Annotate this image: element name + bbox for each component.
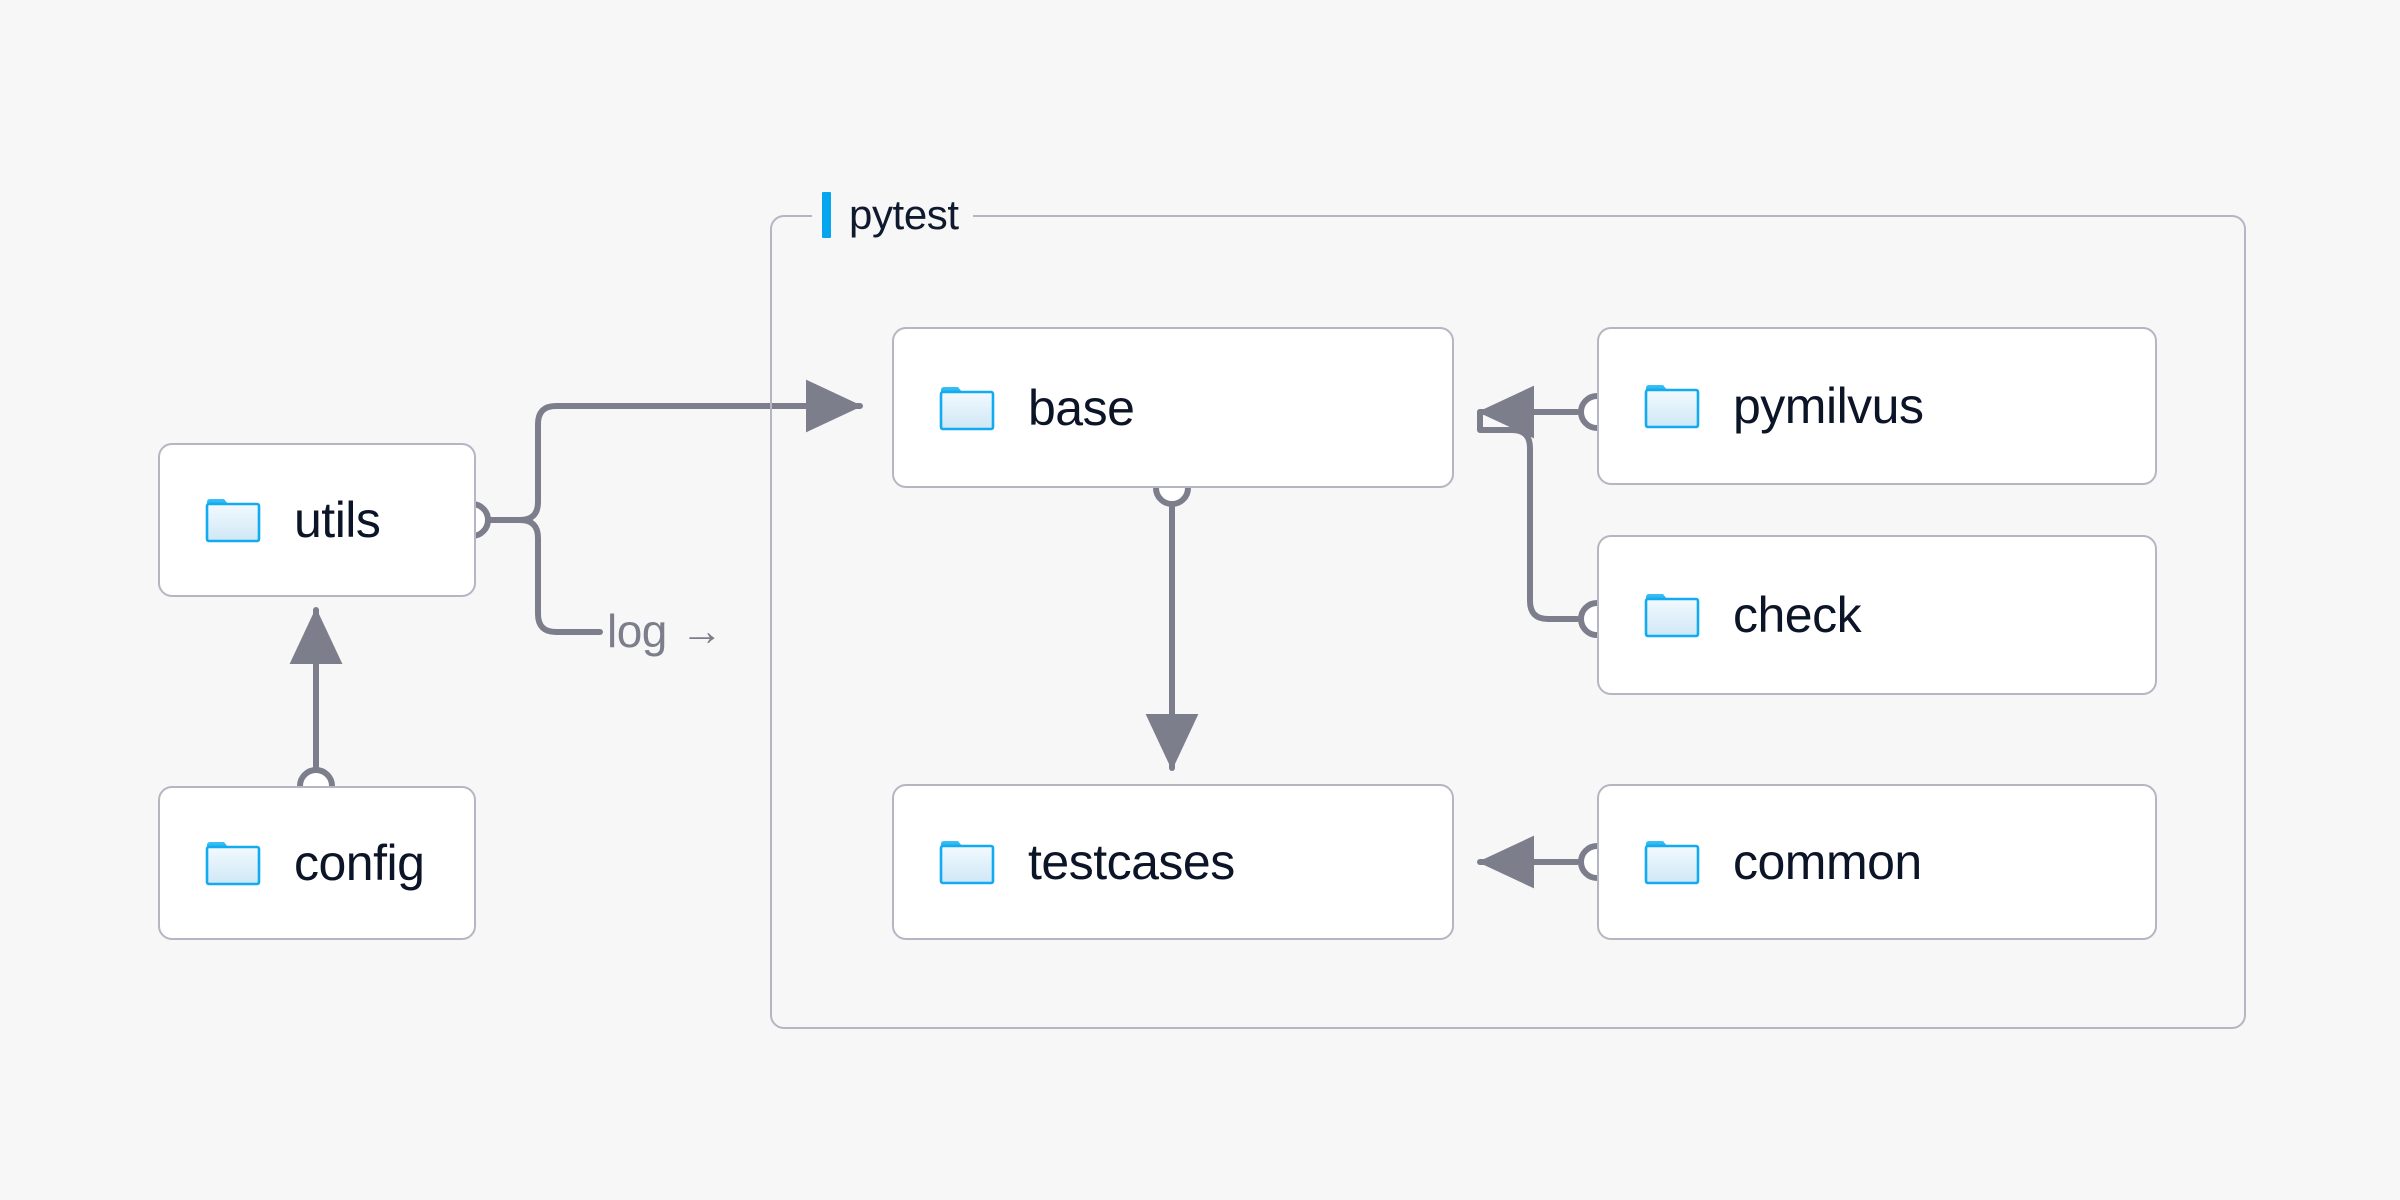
folder-icon bbox=[1644, 594, 1700, 638]
node-testcases[interactable]: testcases bbox=[892, 784, 1454, 940]
accent-bar-icon bbox=[822, 192, 831, 238]
edge-utils-to-log bbox=[487, 517, 603, 635]
arrow-right-icon: → bbox=[680, 607, 723, 654]
pytest-group bbox=[770, 215, 2246, 1029]
folder-icon bbox=[939, 386, 995, 430]
edge-label-log: log → bbox=[607, 605, 723, 657]
pytest-group-label-text: pytest bbox=[849, 191, 959, 238]
edge-label-log-text: log bbox=[607, 605, 667, 657]
node-common[interactable]: common bbox=[1597, 784, 2157, 940]
node-common-label: common bbox=[1733, 834, 1922, 890]
node-utils[interactable]: utils bbox=[158, 443, 476, 597]
node-pymilvus-label: pymilvus bbox=[1733, 378, 1924, 434]
pytest-group-label: pytest bbox=[812, 188, 973, 242]
node-testcases-label: testcases bbox=[1028, 834, 1235, 890]
folder-icon bbox=[1644, 385, 1700, 429]
node-pymilvus[interactable]: pymilvus bbox=[1597, 327, 2157, 485]
folder-icon bbox=[939, 841, 995, 885]
node-base-label: base bbox=[1028, 379, 1135, 436]
node-utils-label: utils bbox=[294, 492, 381, 548]
folder-icon bbox=[205, 499, 261, 543]
folder-icon bbox=[205, 842, 261, 886]
node-config[interactable]: config bbox=[158, 786, 476, 940]
node-base[interactable]: base bbox=[892, 327, 1454, 488]
node-config-label: config bbox=[294, 835, 425, 891]
node-check[interactable]: check bbox=[1597, 535, 2157, 695]
folder-icon bbox=[1644, 841, 1700, 885]
node-check-label: check bbox=[1733, 587, 1862, 643]
